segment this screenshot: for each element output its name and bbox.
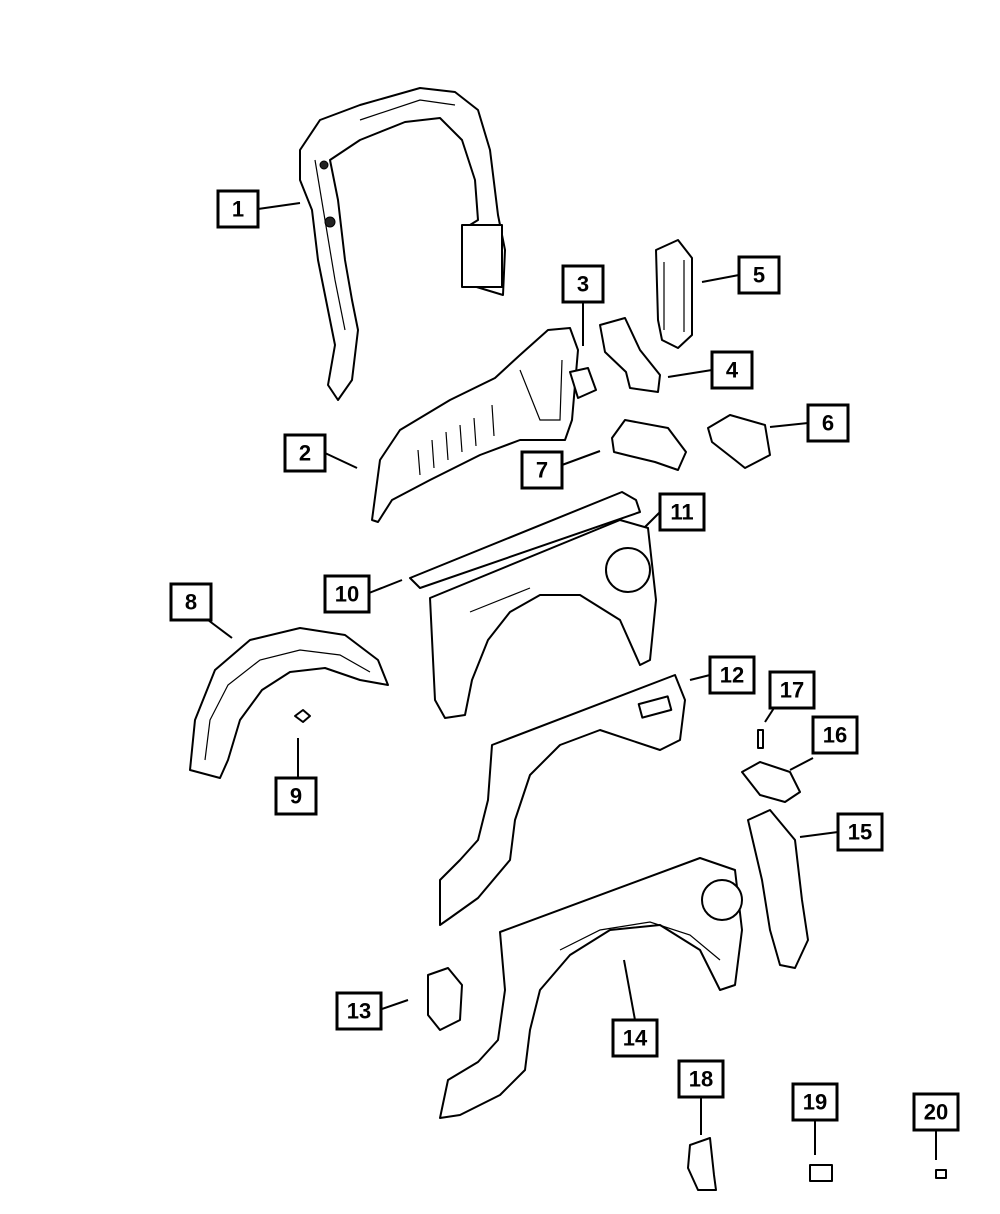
part-9-push-pin [294,709,311,723]
part-6-box-bracket [707,414,771,469]
callout-label: 9 [290,784,302,809]
callout-16: 16 [811,715,859,755]
part-17-bolt [757,729,764,749]
part-13-hinge-bracket [427,967,463,1031]
part-12-outer-panel [439,674,686,926]
leader-10 [368,579,403,594]
callout-3: 3 [561,264,605,304]
callout-20: 20 [912,1092,960,1132]
callout-1: 1 [216,189,260,229]
leader-2 [324,452,358,469]
callout-label: 20 [924,1100,948,1125]
callout-label: 6 [822,411,834,436]
leader-14 [623,959,636,1021]
leader-17 [764,707,775,723]
callout-13: 13 [335,991,383,1031]
callout-14: 14 [611,1018,659,1058]
callout-label: 14 [623,1026,648,1051]
leader-12 [689,674,711,681]
callout-label: 4 [726,358,739,383]
callout-label: 7 [536,458,548,483]
leader-lines [207,202,937,1160]
callout-17: 17 [768,670,816,710]
callout-label: 15 [848,820,872,845]
callout-label: 10 [335,582,359,607]
callout-label: 16 [823,723,847,748]
part-2-inner-panel [371,327,579,523]
callout-label: 2 [299,441,311,466]
part-5-reinforcement [655,239,693,349]
callout-18: 18 [677,1059,725,1099]
leader-8 [207,619,233,639]
part-11-wheelhouse-panel [429,519,657,719]
callout-4: 4 [710,350,754,390]
part-19-clip [809,1164,833,1182]
callout-label: 12 [720,663,744,688]
leader-1 [257,202,301,210]
leader-15 [799,831,839,838]
part-10-rail-strip [409,491,641,589]
callout-label: 19 [803,1090,827,1115]
leader-7 [561,450,601,466]
leader-6 [769,422,809,428]
part-3-plate [569,367,597,399]
leader-5 [701,274,740,283]
part-15-corner-reinforcement [747,809,809,969]
part-18-small-bracket [687,1137,717,1191]
callout-10: 10 [323,574,371,614]
callout-label: 3 [577,272,589,297]
callout-15: 15 [836,812,884,852]
leader-4 [667,369,713,378]
callout-label: 5 [753,263,765,288]
callout-12: 12 [708,655,756,695]
part-1-roof-pillar [299,87,506,401]
leader-11 [644,511,661,528]
callout-11: 11 [658,492,706,532]
part-20-nut [935,1169,947,1179]
callout-label: 1 [232,197,244,222]
callout-label: 18 [689,1067,713,1092]
callout-6: 6 [806,403,850,443]
callout-5: 5 [737,255,781,295]
callout-label: 13 [347,999,371,1024]
callout-19: 19 [791,1082,839,1122]
callout-label: 8 [185,590,197,615]
callout-9: 9 [274,776,318,816]
part-8-wheelhouse-liner [189,627,389,779]
callout-label: 17 [780,678,804,703]
callout-2: 2 [283,433,327,473]
callout-8: 8 [169,582,213,622]
part-14-quarter-panel [439,857,743,1119]
part-7-channel-bracket [611,419,687,471]
leader-13 [378,999,409,1011]
callout-7: 7 [520,450,564,490]
leader-16 [789,757,814,771]
part-16-latch [741,761,801,803]
callout-label: 11 [670,500,693,525]
part-4-bracket [599,317,661,393]
